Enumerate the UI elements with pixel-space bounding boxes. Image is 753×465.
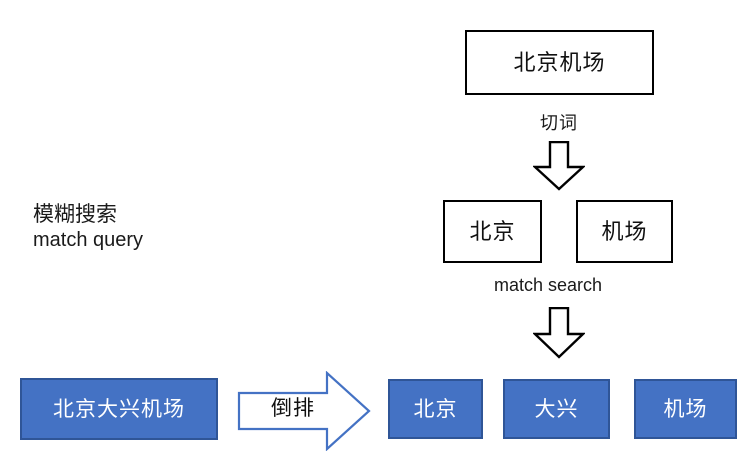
match-search-label: match search xyxy=(494,275,603,295)
tokenize-label: 切词 xyxy=(540,113,578,133)
left-caption-line1: 模糊搜索 xyxy=(33,203,117,226)
token-box-1-label: 北京 xyxy=(469,218,516,244)
index-term-box-2: 大兴 xyxy=(503,379,610,439)
index-term-box-1: 北京 xyxy=(388,379,483,439)
query-box: 北京机场 xyxy=(465,30,654,95)
left-caption: 模糊搜索 match query xyxy=(33,202,143,253)
source-document-label: 北京大兴机场 xyxy=(53,397,185,421)
index-term-box-1-label: 北京 xyxy=(413,397,458,421)
token-box-2: 机场 xyxy=(576,200,673,263)
index-term-box-2-label: 大兴 xyxy=(534,397,579,421)
query-box-label: 北京机场 xyxy=(513,49,606,75)
left-caption-line2: match query xyxy=(33,229,144,252)
token-box-2-label: 机场 xyxy=(601,218,648,244)
index-term-box-3-label: 机场 xyxy=(663,397,708,421)
arrow-down-icon xyxy=(531,140,587,191)
invert-arrow-label: 倒排 xyxy=(271,397,315,420)
index-term-box-3: 机场 xyxy=(634,379,737,439)
token-box-1: 北京 xyxy=(443,200,542,263)
source-document-box: 北京大兴机场 xyxy=(20,378,218,440)
arrow-down-icon xyxy=(532,306,586,359)
arrow-right-icon xyxy=(237,370,371,452)
